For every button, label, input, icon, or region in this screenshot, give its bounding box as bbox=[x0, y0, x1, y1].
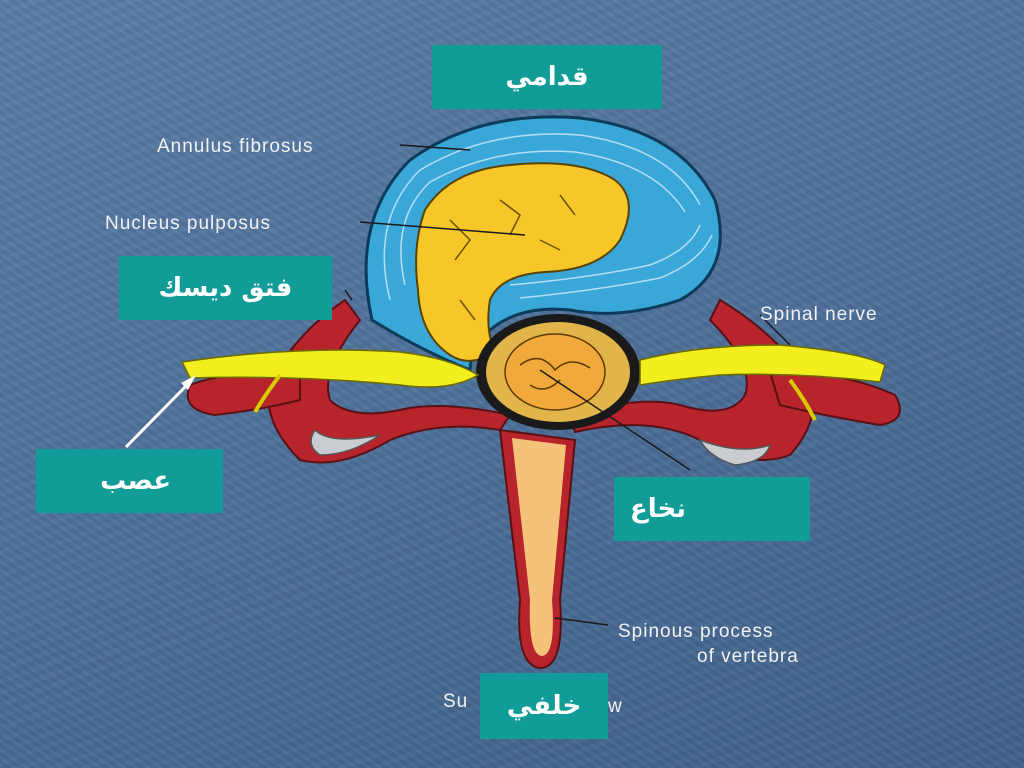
label-spinous-process-line2: of vertebra bbox=[697, 646, 799, 667]
leader-lines bbox=[344, 144, 791, 626]
label-front-anterior: قدامي bbox=[432, 45, 662, 109]
label-nucleus-pulposus: Nucleus pulposus bbox=[105, 213, 271, 234]
label-bottom-partial-right: w bbox=[607, 696, 623, 717]
spinal-cord bbox=[476, 314, 640, 430]
arrow-to-nerve bbox=[124, 375, 196, 449]
spinous-process bbox=[498, 428, 577, 670]
label-spinous-process-line1: Spinous process bbox=[618, 621, 773, 642]
label-spinal-nerve: Spinal nerve bbox=[760, 304, 878, 325]
spinal-nerves bbox=[180, 344, 886, 421]
label-back-posterior: خلفي bbox=[480, 673, 608, 739]
label-disc-herniation: فتق ديسك bbox=[119, 256, 332, 320]
label-annulus-fibrosus: Annulus fibrosus bbox=[157, 136, 313, 157]
nucleus-pulposus bbox=[415, 162, 630, 362]
label-nerve: عصب bbox=[36, 449, 223, 513]
label-spinal-cord: نخاع bbox=[614, 477, 810, 541]
label-bottom-partial-left: Su bbox=[443, 691, 468, 712]
